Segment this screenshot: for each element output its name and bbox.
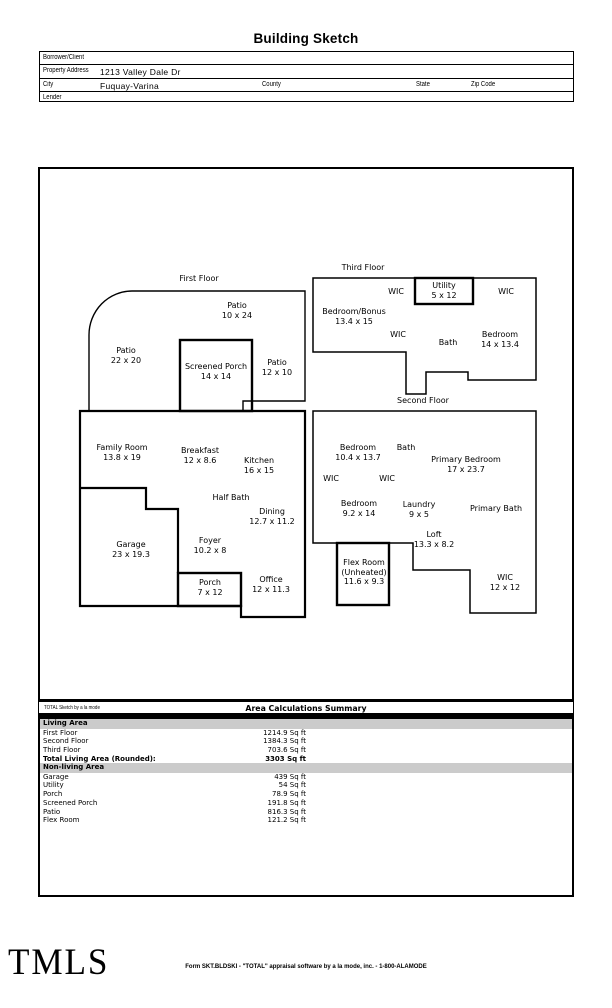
- county-label: County: [262, 80, 281, 88]
- sketch-border: [38, 167, 574, 701]
- header-table: Borrower/Client Property Address 1213 Va…: [39, 51, 574, 102]
- room-label-tf-wic-2: WIC: [498, 287, 514, 296]
- room-label-tf-wic-3: WIC: [390, 330, 406, 339]
- header-row-city: City Fuquay-Varina County State Zip Code: [40, 79, 573, 92]
- borrower-label: Borrower/Client: [43, 54, 85, 61]
- property-address-value: 1213 Valley Dale Dr: [100, 66, 181, 77]
- room-label-third-floor-title: Third Floor: [341, 263, 385, 272]
- summary-section-header: Living Area: [40, 719, 572, 729]
- city-label: City: [43, 80, 54, 88]
- area-summary-header: TOTAL Sketch by a la mode Area Calculati…: [38, 701, 574, 714]
- state-label: State: [416, 80, 430, 88]
- city-value: Fuquay-Varina: [100, 80, 160, 91]
- room-label-sf-flex-room: Flex Room(Unheated)11.6 x 9.3: [341, 558, 387, 586]
- room-label-half-bath: Half Bath: [212, 493, 250, 502]
- room-label-tf-wic-1: WIC: [388, 287, 404, 296]
- summary-left-note: TOTAL Sketch by a la mode: [44, 705, 100, 711]
- page-title: Building Sketch: [253, 31, 359, 46]
- room-label-sf-wic-left: WIC: [323, 474, 339, 483]
- header-row-borrower: Borrower/Client: [40, 52, 573, 65]
- form-footer-text: Form SKT.BLDSKI - "TOTAL" appraisal soft…: [185, 964, 427, 970]
- room-label-second-floor-title: Second Floor: [397, 396, 449, 405]
- room-label-sf-bath: Bath: [396, 443, 416, 452]
- room-label-first-floor-title: First Floor: [179, 274, 219, 283]
- room-label-sf-primary-bath: Primary Bath: [469, 504, 523, 513]
- room-label-sf-wic-mid: WIC: [379, 474, 395, 483]
- room-label-tf-bath: Bath: [438, 338, 458, 347]
- zip-code-label: Zip Code: [471, 80, 496, 88]
- tmls-logo: TMLS: [8, 942, 110, 983]
- summary-title: Area Calculations Summary: [245, 704, 367, 713]
- header-row-lender: Lender: [40, 92, 573, 101]
- property-address-label: Property Address: [43, 66, 89, 74]
- header-row-property: Property Address 1213 Valley Dale Dr: [40, 65, 573, 79]
- summary-section-header: Non-living Area: [40, 763, 572, 773]
- lender-label: Lender: [43, 94, 62, 101]
